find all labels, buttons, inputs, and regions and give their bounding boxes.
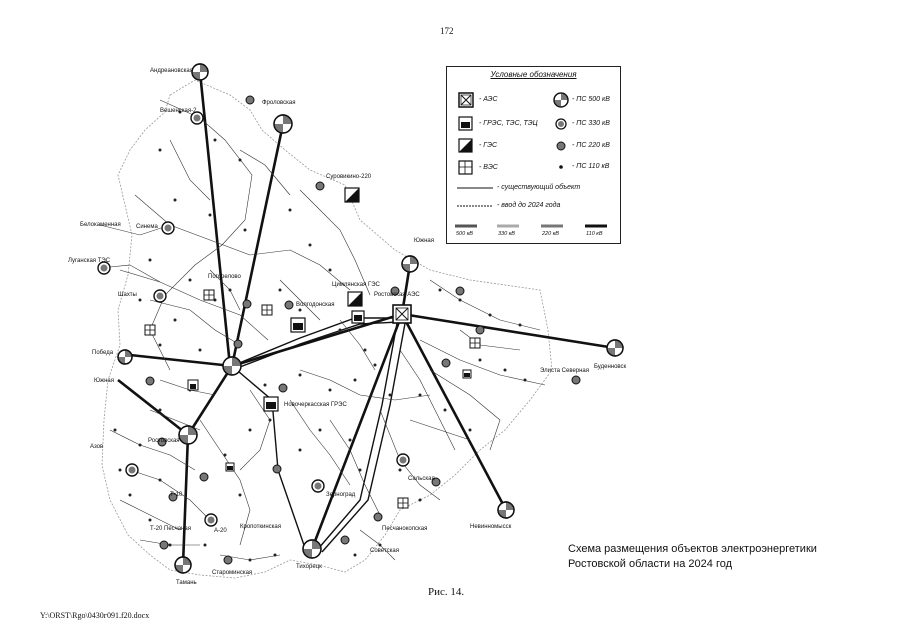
- label-tikhoretsk: Тихорецк: [296, 564, 322, 570]
- label-sinema: Синема: [136, 224, 158, 230]
- legend-aes-label: - АЭС: [479, 96, 498, 103]
- legend: Условные обозначения - АЭС - ГРЭС, ТЭС, …: [446, 66, 621, 244]
- label-andreevskaya: Андреановская: [150, 68, 193, 74]
- label-shakhty: Шахты: [118, 292, 137, 298]
- legend-ps220-label: - ПС 220 кВ: [572, 142, 610, 149]
- label-peschanokopskaya: Песчанокопская: [382, 526, 427, 532]
- legend-ges-label: - ГЭС: [479, 142, 497, 149]
- label-zernograd: Зерноград: [326, 492, 356, 498]
- label-yuzhnaya-left: Южная: [94, 378, 114, 384]
- label-elista: Элиста Северная: [540, 368, 589, 374]
- label-a20: А-20: [214, 528, 227, 534]
- legend-110kv-label: 110 кВ: [586, 231, 603, 237]
- legend-ves-icon: [458, 160, 473, 175]
- label-surovikino: Суровикино-220: [326, 174, 372, 180]
- label-pogorelovo: Погорелово: [208, 274, 242, 280]
- label-yuzhnaya-top: Южная: [414, 238, 434, 244]
- label-salsk: Сальская: [408, 476, 435, 482]
- footer-path: Y:\ORST\Rgo\0430г091.f20.docx: [40, 611, 150, 620]
- label-frolovskaya: Фроловская: [262, 100, 295, 106]
- label-taman: Тамань: [176, 580, 197, 586]
- label-volgodonsk: Волгодонская: [296, 302, 334, 308]
- label-belyaevskaya: Белокаменная: [80, 222, 121, 228]
- legend-title: Условные обозначения: [490, 70, 577, 79]
- legend-330kv-label: 330 кВ: [498, 231, 515, 237]
- legend-ps500-icon: [553, 92, 569, 108]
- node-labels: Андреановская Фроловская Вешенская-2 Сур…: [68, 68, 627, 586]
- label-pobeda: Победа: [92, 350, 114, 356]
- legend-ps220-icon: [556, 141, 566, 151]
- label-t20: Т-20 Песчаная: [150, 526, 191, 532]
- label-rostovskaya-aes: Ростовская АЭС: [374, 292, 420, 298]
- schema-title-line2: Ростовской области на 2024 год: [568, 558, 733, 570]
- label-budyonnovsk: Буденновск: [594, 364, 627, 370]
- schema-title-line1: Схема размещения объектов электроэнергет…: [568, 543, 817, 555]
- label-luganskaya: Луганская ТЭС: [68, 258, 111, 264]
- legend-ves-label: - ВЭС: [479, 164, 498, 171]
- label-novocherkasskaya: Новочеркасская ГРЭС: [284, 402, 347, 408]
- legend-ps110-label: - ПС 110 кВ: [572, 163, 610, 170]
- label-veshenskaya: Вешенская-2: [160, 108, 197, 114]
- label-starominskaya: Староминская: [212, 570, 252, 576]
- page-number: 172: [440, 26, 454, 36]
- legend-ps110-icon: [559, 165, 563, 169]
- figure-caption: Рис. 14.: [428, 586, 465, 598]
- label-nevinnomyssk: Невинномысск: [470, 524, 512, 530]
- schema-title: Схема размещения объектов электроэнергет…: [568, 542, 817, 572]
- legend-existing-label: - существующий объект: [497, 184, 581, 191]
- power-plants: [144, 187, 481, 509]
- legend-220kv-label: 220 кВ: [542, 231, 559, 237]
- label-tsimlyanskaya: Цимлянская ГЭС: [332, 282, 381, 288]
- label-t10: Т-10: [170, 492, 183, 498]
- legend-symbols: [455, 92, 607, 228]
- ps500: [117, 63, 624, 574]
- legend-ps500-label: - ПС 500 кВ: [572, 96, 610, 103]
- legend-ps330-label: - ПС 330 кВ: [572, 120, 610, 127]
- legend-gres-label: - ГРЭС, ТЭС, ТЭЦ: [479, 120, 538, 127]
- ps330: [97, 111, 410, 527]
- lines-double: [231, 317, 407, 553]
- legend-500kv-label: 500 кВ: [456, 231, 473, 237]
- legend-planned-label: - ввод до 2024 года: [497, 202, 561, 209]
- label-kropotkinskaya: Кропоткинская: [240, 524, 281, 530]
- label-sovetskaya: Советская: [370, 548, 399, 554]
- label-rostovskaya: Ростовская: [148, 438, 180, 444]
- label-azov: Азов: [90, 444, 103, 450]
